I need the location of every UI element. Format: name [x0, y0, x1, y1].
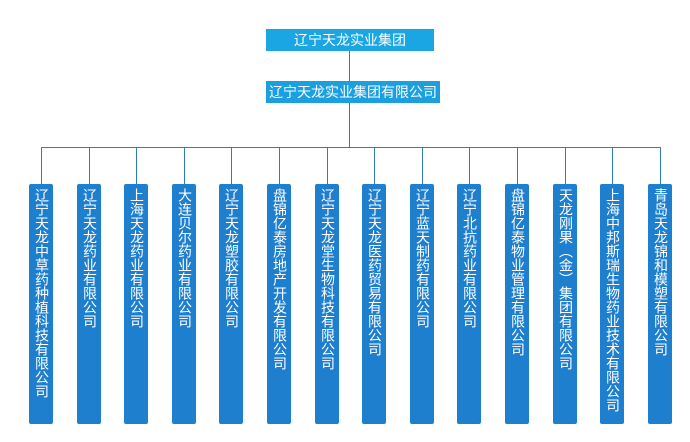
subsidiary-name: 上海中邦斯瑞生物药业技术有限公司 — [604, 188, 620, 412]
subsidiary-box: 辽宁蓝天制药有限公司 — [410, 184, 434, 424]
subsidiary-name: 天龙刚果（金）集团有限公司 — [557, 188, 573, 370]
connector-drop — [660, 147, 661, 184]
connector-drop — [89, 147, 90, 184]
subsidiary-name: 辽宁天龙塑胶有限公司 — [223, 188, 239, 328]
subsidiary-box: 辽宁北抗药业有限公司 — [457, 184, 481, 424]
connector-top — [349, 51, 350, 81]
subsidiary-box: 辽宁天龙堂生物科技有限公司 — [315, 184, 339, 424]
subsidiary-name: 辽宁天龙医药贸易有限公司 — [366, 188, 382, 356]
connector-drop — [612, 147, 613, 184]
connector-parent — [349, 103, 350, 147]
subsidiary-box: 辽宁天龙中草药种植科技有限公司 — [29, 184, 53, 424]
connector-drop — [136, 147, 137, 184]
subsidiary-box: 辽宁天龙塑胶有限公司 — [219, 184, 243, 424]
connector-drop — [231, 147, 232, 184]
subsidiary-name: 辽宁北抗药业有限公司 — [461, 188, 477, 328]
connector-drop — [184, 147, 185, 184]
subsidiary-name: 辽宁天龙堂生物科技有限公司 — [319, 188, 335, 370]
connector-drop — [279, 147, 280, 184]
subsidiary-box: 上海中邦斯瑞生物药业技术有限公司 — [600, 184, 624, 424]
subsidiary-box: 上海天龙药业有限公司 — [124, 184, 148, 424]
subsidiary-box: 盘锦亿泰物业管理有限公司 — [505, 184, 529, 424]
connector-bus — [41, 147, 660, 148]
connector-drop — [469, 147, 470, 184]
subsidiary-name: 青岛天龙锦和模塑有限公司 — [652, 188, 668, 356]
connector-drop — [41, 147, 42, 184]
subsidiary-name: 辽宁天龙药业有限公司 — [81, 188, 97, 328]
subsidiary-box: 大连贝尔药业有限公司 — [172, 184, 196, 424]
parent-company-name: 辽宁天龙实业集团有限公司 — [269, 85, 437, 101]
subsidiary-name: 大连贝尔药业有限公司 — [176, 188, 192, 328]
connector-drop — [422, 147, 423, 184]
subsidiary-box: 青岛天龙锦和模塑有限公司 — [648, 184, 672, 424]
connector-drop — [374, 147, 375, 184]
subsidiary-box: 天龙刚果（金）集团有限公司 — [553, 184, 577, 424]
subsidiary-name: 辽宁天龙中草药种植科技有限公司 — [33, 188, 49, 398]
subsidiary-name: 上海天龙药业有限公司 — [128, 188, 144, 328]
connector-drop — [565, 147, 566, 184]
group-name: 辽宁天龙实业集团 — [294, 33, 406, 49]
subsidiary-box: 辽宁天龙药业有限公司 — [77, 184, 101, 424]
parent-company-box: 辽宁天龙实业集团有限公司 — [266, 81, 440, 103]
subsidiary-box: 辽宁天龙医药贸易有限公司 — [362, 184, 386, 424]
subsidiary-name: 盘锦亿泰房地产开发有限公司 — [271, 188, 287, 370]
connector-drop — [517, 147, 518, 184]
subsidiary-name: 盘锦亿泰物业管理有限公司 — [509, 188, 525, 356]
subsidiary-box: 盘锦亿泰房地产开发有限公司 — [267, 184, 291, 424]
subsidiary-name: 辽宁蓝天制药有限公司 — [414, 188, 430, 328]
group-box: 辽宁天龙实业集团 — [266, 29, 434, 51]
connector-drop — [327, 147, 328, 184]
